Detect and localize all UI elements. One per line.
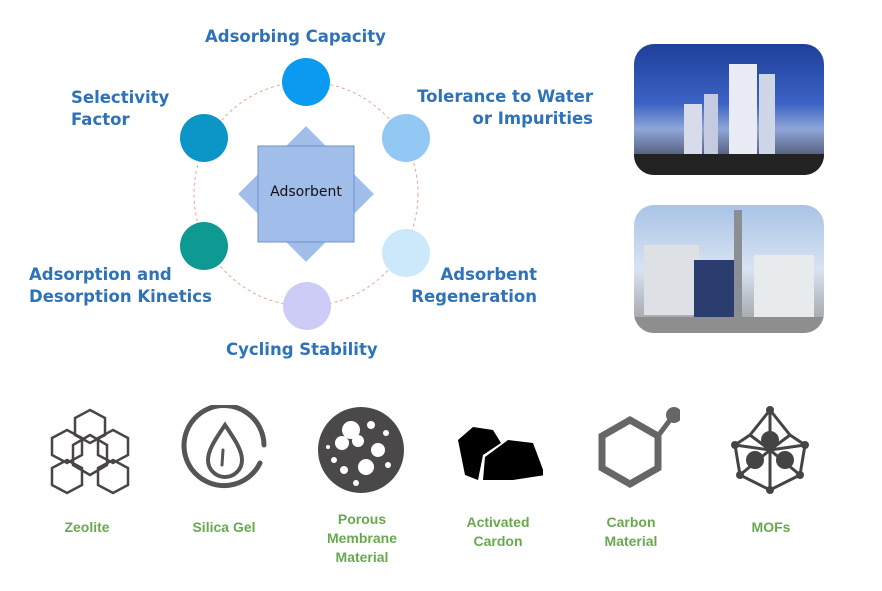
label-line: Cardon [473,533,523,549]
label-regeneration: Adsorbent Regeneration [411,264,537,308]
carbon-material-icon [598,407,680,489]
label-selectivity: Selectivity Factor [71,87,169,131]
dot-regeneration [382,229,430,277]
adsorbent-square [257,145,355,243]
silica-gel-icon [181,405,267,489]
label-line: Adsorption and [29,265,172,284]
mofs-icon [731,406,809,494]
dot-selectivity [180,114,228,162]
label-line: Selectivity [71,88,170,107]
activated-carbon-icon [458,427,543,480]
adsorbent-label: Adsorbent [270,184,342,200]
label-line: Desorption Kinetics [29,287,212,306]
label-line: Adsorbent [440,265,537,284]
label-kinetics: Adsorption and Desorption Kinetics [29,264,212,308]
dot-tolerance [382,114,430,162]
material-label-mofs: MOFs [751,519,791,535]
material-label-activated-cardon: Activated Cardon [433,513,563,551]
label-line: Regeneration [411,287,537,306]
plant-photo-day [634,205,824,333]
material-label-zeolite: Zeolite [64,519,110,535]
zeolite-icon [50,408,130,495]
label-tolerance: Tolerance to Water or Impurities [417,86,593,130]
label-line: Factor [71,110,130,129]
label-line: Carbon [606,514,656,530]
label-line: Material [604,533,658,549]
label-cycling-stability: Cycling Stability [226,340,378,359]
plant-photo-night [634,44,824,175]
label-line: Porous [337,511,387,527]
material-label-porous-membrane: Porous Membrane Material [297,510,427,567]
label-line: or Impurities [472,109,593,128]
label-line: Material [335,549,389,565]
porous-membrane-icon [318,407,404,493]
dot-cycling-stability [283,282,331,330]
label-adsorbing-capacity: Adsorbing Capacity [205,27,386,46]
label-line: Membrane [326,530,398,546]
label-line: Activated [466,514,530,530]
dot-adsorbing-capacity [282,58,330,106]
dot-kinetics [180,222,228,270]
material-label-silica-gel: Silica Gel [192,519,256,535]
label-line: Tolerance to Water [417,87,593,106]
material-label-carbon-material: Carbon Material [566,513,696,551]
factor-ring [193,81,419,307]
